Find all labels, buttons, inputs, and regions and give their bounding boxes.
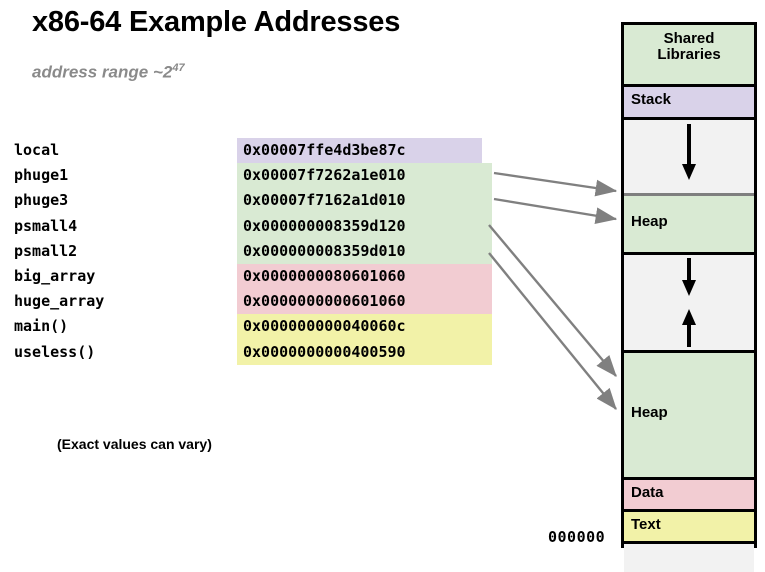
page-title: x86-64 Example Addresses — [32, 6, 401, 38]
address-row: huge_array 0x0000000000601060 — [0, 289, 500, 315]
pointer-arrow-phuge1 — [493, 171, 618, 197]
segment-label-data: Data — [631, 484, 664, 501]
bottom-address-label: 000000 — [548, 528, 606, 546]
address-row: local 0x00007ffe4d3be87c — [0, 138, 500, 164]
pointer-arrow-psmall2 — [488, 252, 617, 410]
memory-segment-stack: Stack — [624, 87, 754, 120]
address-value: 0x00007ffe4d3be87c — [237, 138, 482, 164]
stack-growth-down-arrow — [682, 124, 696, 180]
segment-label-heap-lower: Heap — [631, 404, 668, 421]
page-subtitle: address range ~247 — [32, 62, 185, 83]
variable-name: psmall4 — [14, 216, 78, 235]
address-value: 0x000000000040060c — [237, 314, 492, 340]
variable-name: phuge3 — [14, 191, 69, 210]
memory-segment-gap-middle — [624, 255, 754, 350]
segment-label-stack: Stack — [631, 91, 672, 108]
memory-segment-data: Data — [624, 480, 754, 512]
variable-name: phuge1 — [14, 166, 69, 185]
address-row: phuge1 0x00007f7262a1e010 — [0, 163, 500, 189]
address-value: 0x000000008359d010 — [237, 238, 492, 264]
variable-name: main() — [14, 317, 69, 336]
exact-values-note: (Exact values can vary) — [57, 436, 212, 452]
memory-segment-text: Text — [624, 512, 754, 544]
variable-name: useless() — [14, 342, 96, 361]
variable-name: big_array — [14, 266, 96, 285]
address-row: big_array 0x0000000080601060 — [0, 263, 500, 290]
address-table: local 0x00007ffe4d3be87c phuge1 0x00007f726… — [0, 138, 500, 365]
heap-growth-down-arrow — [682, 258, 696, 296]
address-value: 0x0000000080601060 — [237, 263, 492, 290]
heap-growth-up-arrow — [682, 309, 696, 347]
address-row: useless() 0x0000000000400590 — [0, 339, 500, 365]
address-row: psmall4 0x000000008359d120 — [0, 213, 500, 239]
pointer-arrow-psmall4 — [488, 224, 617, 377]
address-row: main() 0x000000000040060c — [0, 314, 500, 340]
address-value: 0x0000000000601060 — [237, 289, 492, 315]
variable-name: psmall2 — [14, 241, 78, 260]
segment-label-heap-upper: Heap — [631, 213, 668, 230]
address-row: psmall2 0x000000008359d010 — [0, 238, 500, 264]
variable-name: huge_array — [14, 292, 105, 311]
memory-segment-heap-lower: Heap — [624, 350, 754, 480]
subtitle-exponent: 47 — [172, 62, 185, 74]
address-value: 0x0000000000400590 — [237, 339, 492, 365]
memory-segment-reserved — [624, 544, 754, 572]
address-value: 0x000000008359d120 — [237, 213, 492, 239]
memory-segment-gap-upper — [624, 120, 754, 193]
memory-segment-heap-upper: Heap — [624, 193, 754, 255]
pointer-arrow-phuge3 — [493, 197, 618, 224]
address-value: 0x00007f7262a1e010 — [237, 163, 492, 189]
address-value: 0x00007f7162a1d010 — [237, 188, 492, 214]
subtitle-text: address range ~2 — [32, 62, 173, 82]
segment-label-text: Text — [631, 516, 661, 533]
variable-name: local — [14, 141, 60, 159]
address-row: phuge3 0x00007f7162a1d010 — [0, 188, 500, 214]
